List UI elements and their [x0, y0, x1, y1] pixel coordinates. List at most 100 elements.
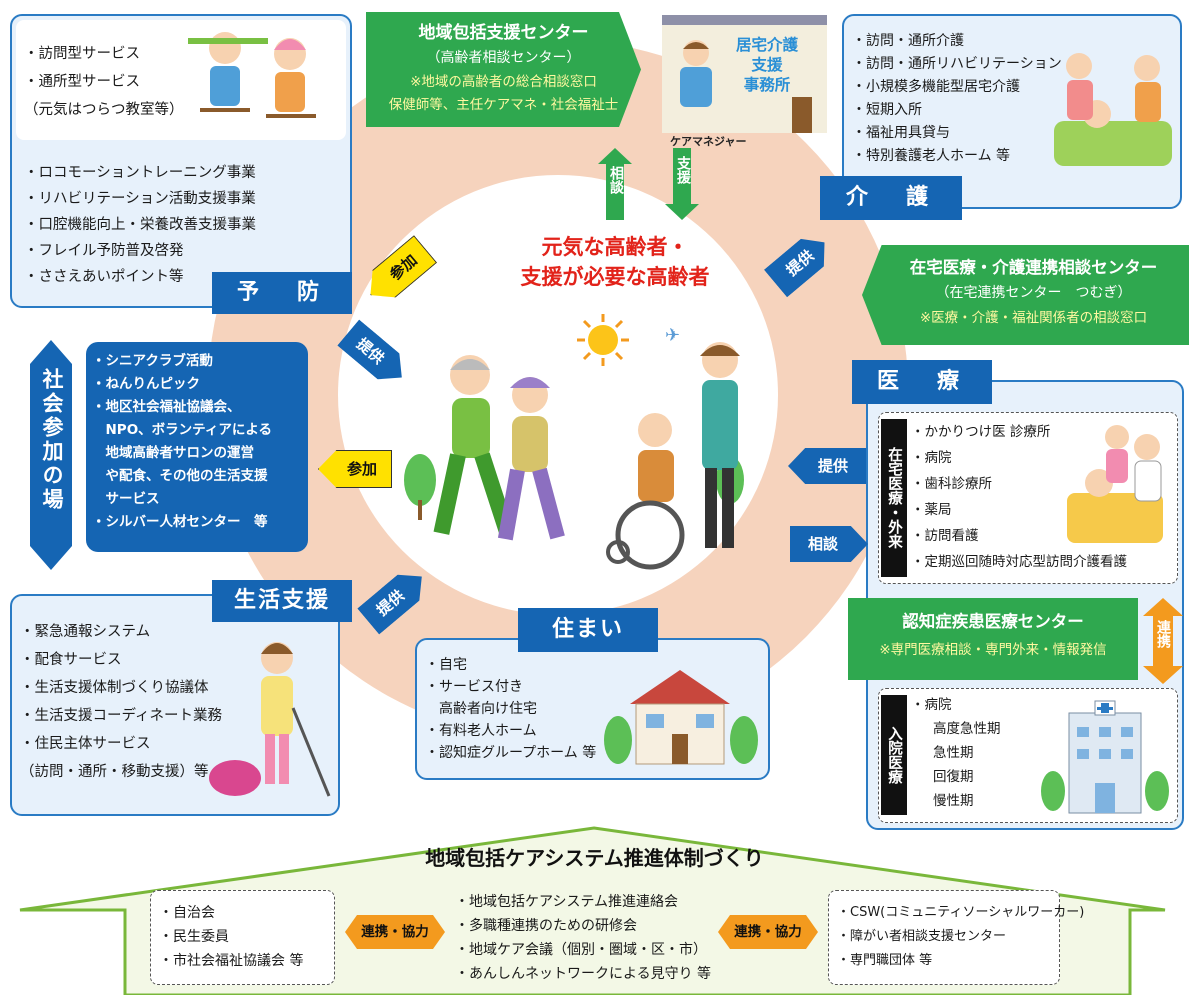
- arrow-teikyo-iryo-label: 提供: [817, 457, 848, 475]
- yobo-label: 予 防: [212, 272, 352, 314]
- yobo-item: ・口腔機能向上・栄養改善支援事業: [24, 217, 256, 233]
- zaitaku-note: ※医療・介護・福祉関係者の相談窓口: [919, 310, 1148, 326]
- kaigo-item: ・短期入所: [852, 102, 922, 118]
- kaigo-item: ・訪問・通所介護: [852, 33, 964, 49]
- iryo-zaitaku-label: 在宅医療・外来: [881, 419, 907, 577]
- kaigo-item: ・特別養護老人ホーム 等: [852, 148, 1011, 164]
- yobo-item: （元気はつらつ教室等）: [24, 102, 184, 118]
- seikatsu-item: ・生活支援体制づくり協議体: [20, 680, 209, 696]
- yobo-item: ・ロコモーショントレーニング事業: [24, 165, 256, 181]
- bottom-left-item: ・民生委員: [159, 929, 229, 945]
- ninchi-center: 認知症疾患医療センター ※専門医療相談・専門外来・情報発信: [848, 598, 1138, 680]
- bottom-right-item: ・専門職団体 等: [837, 953, 933, 968]
- iryo-nyuin-item: ・病院: [911, 697, 952, 713]
- seikatsu-item: ・生活支援コーディネート業務: [20, 708, 222, 724]
- yobo-item: ・リハビリテーション活動支援事業: [24, 191, 256, 207]
- house-icon: [600, 660, 760, 770]
- kyotaku-line2: 支援: [751, 56, 783, 74]
- bottom-left-item: ・市社会福祉協議会 等: [159, 953, 304, 969]
- zaitaku-subtitle: （在宅連携センター つむぎ）: [935, 285, 1132, 301]
- houkatsu-center: 地域包括支援センター （高齢者相談センター） ※地域の高齢者の総合相談窓口 保健…: [366, 12, 641, 127]
- iryo-nyuin-label: 入院医療: [881, 695, 907, 815]
- shakai-item: ・シニアクラブ活動: [92, 353, 213, 369]
- bottom-left-list: ・自治会 ・民生委員 ・市社会福祉協議会 等: [159, 901, 303, 973]
- kaigo-item: ・福祉用具貸与: [852, 125, 950, 141]
- kyotaku-label: 居宅介護 支援 事務所: [722, 35, 812, 95]
- arrow-sanka-shakai-label: 参加: [346, 460, 377, 478]
- bottom-title: 地域包括ケアシステム推進体制づくり: [425, 846, 764, 870]
- iryo-zaitaku-item: ・病院: [911, 450, 952, 466]
- bottom-right-list: ・CSW(コミュニティソーシャルワーカー) ・障がい者相談支援センター ・専門職…: [837, 901, 1084, 973]
- bottom-right-item: ・障がい者相談支援センター: [837, 929, 1007, 944]
- arrow-renkei-label: 連携: [1155, 620, 1171, 648]
- shakai-item: 地域高齢者サロンの運営: [92, 445, 254, 461]
- zaitaku-center: 在宅医療・介護連携相談センター （在宅連携センター つむぎ） ※医療・介護・福祉…: [862, 245, 1189, 345]
- iryo-zaitaku-item: ・訪問看護: [911, 528, 979, 544]
- yobo-item: ・フレイル予防普及啓発: [24, 243, 184, 259]
- sumai-item: ・サービス付き: [425, 679, 523, 695]
- sumai-list: ・自宅 ・サービス付き 高齢者向け住宅 ・有料老人ホーム ・認知症グループホーム…: [425, 654, 596, 764]
- seikatsu-label: 生活支援: [212, 580, 352, 622]
- iryo-zaitaku-item: ・薬局: [911, 502, 952, 518]
- yobo-item: ・通所型サービス: [24, 74, 140, 90]
- kaigo-list: ・訪問・通所介護 ・訪問・通所リハビリテーション ・小規模多機能型居宅介護 ・短…: [852, 30, 1062, 168]
- renkei-kyoryoku-left: 連携・協力: [345, 915, 445, 949]
- iryo-nyuin-item: 回復期: [933, 769, 974, 785]
- iryo-nyuin-item: 高度急性期: [933, 721, 1001, 737]
- bottom-center-item: ・地域包括ケアシステム推進連絡会: [455, 894, 679, 910]
- iryo-zaitaku-item: ・歯科診療所: [911, 476, 992, 492]
- shakai-vertical-arrow: 社会参加の場: [30, 340, 72, 570]
- seikatsu-list: ・緊急通報システム ・配食サービス ・生活支援体制づくり協議体 ・生活支援コーデ…: [20, 618, 222, 786]
- arrow-soudan-iryo-label: 相談: [807, 535, 838, 553]
- kaigo-label: 介 護: [820, 176, 962, 220]
- bath-illustration: [1049, 36, 1177, 176]
- kyotaku-office: 居宅介護 支援 事務所: [662, 15, 827, 133]
- iryo-nyuin-item: 慢性期: [933, 793, 974, 809]
- shakai-item: ・地区社会福祉協議会、: [92, 399, 241, 415]
- arrow-sanka-shakai: 参加: [318, 450, 392, 488]
- yobo-list-top: ・訪問型サービス ・通所型サービス （元気はつらつ教室等）: [24, 40, 184, 124]
- bottom-center-list: ・地域包括ケアシステム推進連絡会 ・多職種連携のための研修会 ・地域ケア会議（個…: [455, 890, 711, 986]
- shakai-box: [86, 342, 308, 552]
- doctor-illustration: [1059, 421, 1171, 551]
- iryo-zaitaku-list: ・かかりつけ医 診療所 ・病院 ・歯科診療所 ・薬局 ・訪問看護 ・定期巡回随時…: [911, 419, 1127, 575]
- iryo-label: 医 療: [852, 360, 992, 404]
- kyotaku-line3: 事務所: [743, 76, 791, 94]
- bottom-left-item: ・自治会: [159, 905, 215, 921]
- shakai-list: ・シニアクラブ活動 ・ねんりんピック ・地区社会福祉協議会、 NPO、ボランティ…: [92, 350, 272, 534]
- seikatsu-item: ・住民主体サービス: [20, 736, 151, 752]
- shakai-item: ・ねんりんピック: [92, 376, 200, 392]
- kyotaku-door: [792, 97, 812, 133]
- bottom-center-item: ・多職種連携のための研修会: [455, 918, 637, 934]
- iryo-nyuin-list: ・病院 高度急性期 急性期 回復期 慢性期: [911, 693, 1001, 813]
- renkei-kyoryoku-left-label: 連携・協力: [361, 924, 429, 940]
- yobo-list-bottom: ・ロコモーショントレーニング事業 ・リハビリテーション活動支援事業 ・口腔機能向…: [24, 160, 256, 290]
- shakai-label: 社会参加の場: [40, 368, 64, 512]
- sumai-label: 住まい: [518, 608, 658, 652]
- bottom-right-item: ・CSW(コミュニティソーシャルワーカー): [837, 905, 1085, 920]
- shakai-item: ・シルバー人材センター 等: [92, 514, 268, 530]
- kyotaku-caption: ケアマネジャー: [670, 135, 747, 148]
- bird-icon: ✈: [665, 325, 681, 346]
- bottom-center-item: ・地域ケア会議（個別・圏域・区・市）: [455, 942, 707, 958]
- sun-icon: [575, 312, 631, 368]
- sumai-item: ・有料老人ホーム: [425, 723, 537, 739]
- renkei-kyoryoku-right-label: 連携・協力: [734, 924, 802, 940]
- seikatsu-item: ・緊急通報システム: [20, 624, 151, 640]
- ninchi-title: 認知症疾患医療センター: [902, 612, 1084, 631]
- arrow-renkei: 連携: [1143, 598, 1183, 684]
- houkatsu-note2: 保健師等、主任ケアマネ・社会福祉士: [388, 97, 619, 113]
- yobo-item: ・ささえあいポイント等: [24, 269, 184, 285]
- kyotaku-line1: 居宅介護: [735, 36, 798, 54]
- shakai-item: NPO、ボランティアによる: [92, 422, 272, 438]
- elderly-illustration: [400, 330, 760, 580]
- arrow-teikyo-kaigo-label: 提供: [782, 246, 818, 280]
- iryo-zaitaku-panel: 在宅医療・外来 ・かかりつけ医 診療所 ・病院 ・歯科診療所 ・薬局 ・訪問看護…: [878, 412, 1178, 584]
- cleaning-illustration: [205, 628, 335, 808]
- sumai-item: ・認知症グループホーム 等: [425, 745, 597, 761]
- arrow-soudan: 相談: [598, 148, 632, 220]
- iryo-nyuin-panel: 入院医療 ・病院 高度急性期 急性期 回復期 慢性期: [878, 688, 1178, 823]
- shakai-item: サービス: [92, 491, 160, 507]
- bottom-center-item: ・あんしんネットワークによる見守り 等: [455, 966, 712, 982]
- houkatsu-note1: ※地域の高齢者の総合相談窓口: [410, 74, 597, 90]
